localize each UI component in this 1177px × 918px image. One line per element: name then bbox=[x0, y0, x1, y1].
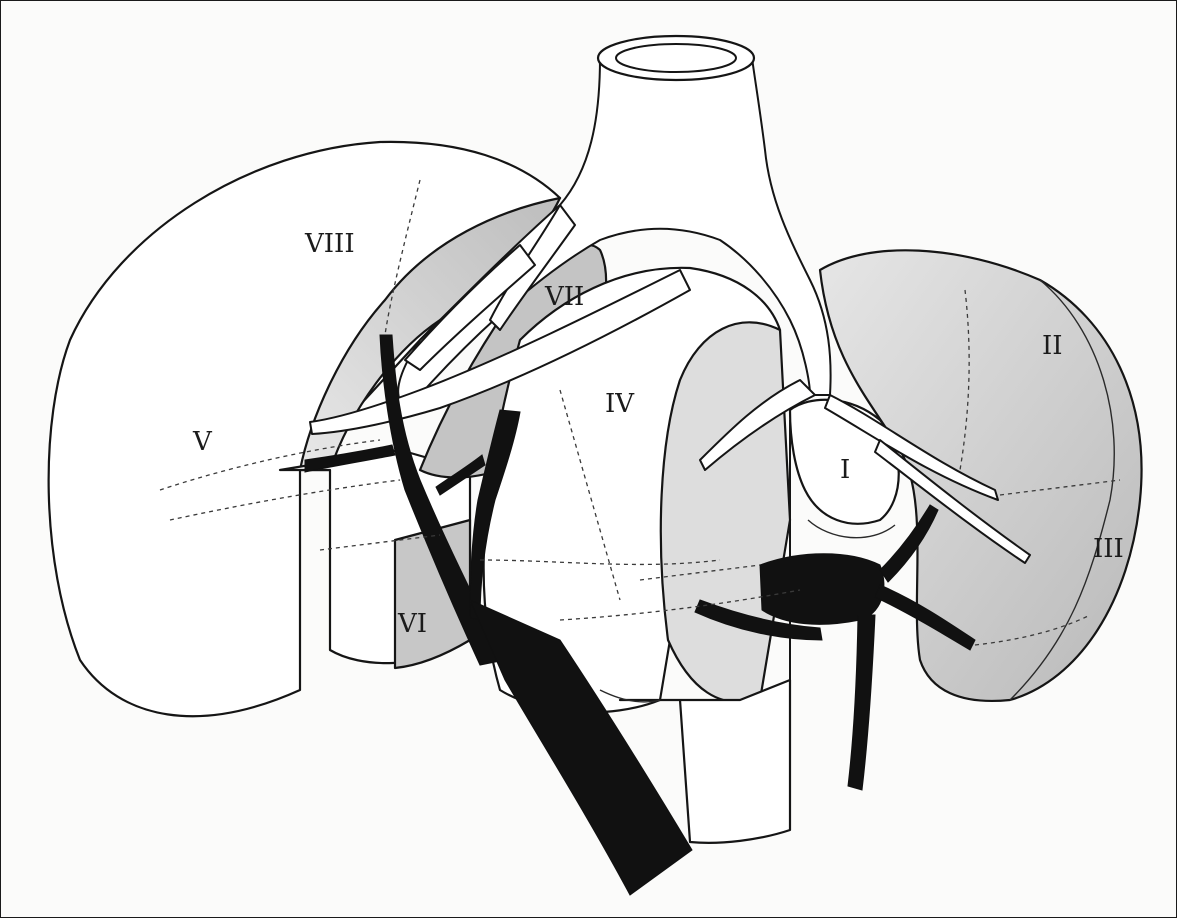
label-iv: IV bbox=[605, 389, 635, 419]
label-v: V bbox=[192, 427, 213, 457]
label-ii: II bbox=[1042, 331, 1063, 361]
left-lobe-medial-shade bbox=[661, 322, 790, 702]
label-viii: VIII bbox=[304, 229, 355, 259]
label-i: I bbox=[840, 455, 850, 485]
portal-descending bbox=[848, 615, 875, 790]
label-vii: VII bbox=[544, 282, 584, 312]
duct-opening-inner bbox=[616, 44, 736, 72]
label-iii: III bbox=[1093, 534, 1124, 564]
left-portal-mass bbox=[760, 554, 884, 625]
label-vi: VI bbox=[397, 609, 427, 639]
